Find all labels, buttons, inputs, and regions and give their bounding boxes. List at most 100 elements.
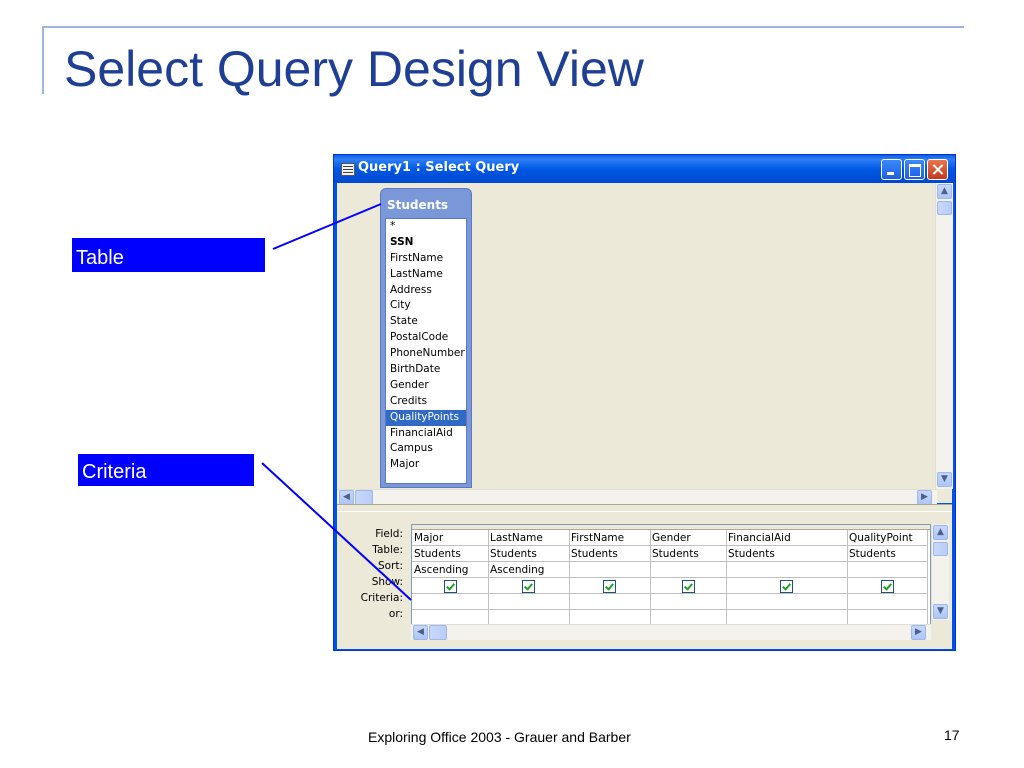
row-label-show: Show: <box>371 576 403 588</box>
title-rule-horizontal <box>42 26 964 28</box>
grid-cell-show[interactable] <box>650 578 726 594</box>
row-label-field: Field: <box>375 528 403 540</box>
scroll-left-icon[interactable]: ◀ <box>339 490 354 505</box>
grid-cell-table[interactable]: Students <box>726 546 847 562</box>
minimize-button[interactable] <box>881 159 902 180</box>
scroll-up-icon[interactable]: ▲ <box>937 184 952 199</box>
show-checkbox[interactable] <box>522 579 535 593</box>
grid-cell-field[interactable]: QualityPoint <box>847 530 927 546</box>
scroll-down-icon[interactable]: ▼ <box>933 604 948 619</box>
scroll-up-icon[interactable]: ▲ <box>933 525 948 540</box>
query-datasheet-icon[interactable] <box>341 163 355 176</box>
grid-cell-show[interactable] <box>488 578 569 594</box>
field-list-item[interactable]: LastName <box>390 267 443 280</box>
grid-cell-criteria[interactable] <box>650 594 726 610</box>
maximize-button[interactable] <box>904 159 925 180</box>
grid-horizontal-scrollbar[interactable]: ◀ ▶ <box>411 624 931 640</box>
grid-cell-sort[interactable] <box>847 562 927 578</box>
grid-cell-table[interactable]: Students <box>847 546 927 562</box>
field-list-item[interactable]: PhoneNumber <box>390 347 465 360</box>
grid-cell-field[interactable]: Gender <box>650 530 726 546</box>
slide-footer: Exploring Office 2003 - Grauer and Barbe… <box>368 729 631 745</box>
pane-splitter[interactable] <box>337 504 952 512</box>
scroll-thumb[interactable] <box>429 625 447 640</box>
title-rule-vertical <box>42 28 44 94</box>
row-label-sort: Sort: <box>377 560 403 572</box>
grid-cell-criteria[interactable] <box>569 594 650 610</box>
field-list-item[interactable]: QualityPoints <box>386 409 466 426</box>
grid-cell-criteria[interactable] <box>488 594 569 610</box>
grid-cell-sort[interactable] <box>569 562 650 578</box>
grid-cell-sort[interactable]: Ascending <box>488 562 569 578</box>
scroll-thumb[interactable] <box>933 542 948 556</box>
query-window: Query1 : Select Query Students * SSN First… <box>333 154 956 651</box>
field-list-item[interactable]: SSN <box>390 235 414 248</box>
field-list-item[interactable]: State <box>390 315 418 328</box>
field-list-item[interactable]: Gender <box>390 378 429 391</box>
show-checkbox[interactable] <box>780 579 793 593</box>
design-grid-pane: Field: Table: Sort: Show: Criteria: or: … <box>337 512 952 649</box>
grid-cell-show[interactable] <box>847 578 927 594</box>
window-titlebar[interactable]: Query1 : Select Query <box>334 155 955 183</box>
scroll-right-icon[interactable]: ▶ <box>911 625 926 640</box>
scroll-left-icon[interactable]: ◀ <box>413 625 428 640</box>
show-checkbox[interactable] <box>603 579 616 593</box>
row-labels: Field: Table: Sort: Show: Criteria: or: <box>337 526 407 622</box>
field-list-item[interactable]: Campus <box>390 442 433 455</box>
show-checkbox[interactable] <box>443 579 457 593</box>
field-list-item[interactable]: FirstName <box>390 251 444 264</box>
upper-vertical-scrollbar[interactable]: ▲ ▼ <box>935 183 953 489</box>
column-selector-strip[interactable] <box>412 525 930 530</box>
grid-cell-show[interactable] <box>412 578 488 594</box>
grid-cell-criteria[interactable] <box>412 594 488 610</box>
grid-vertical-scrollbar[interactable]: ▲ ▼ <box>931 524 949 620</box>
grid-cell-table[interactable]: Students <box>569 546 650 562</box>
grid-cell-field[interactable]: FinancialAid <box>726 530 847 546</box>
page-number: 17 <box>944 727 960 743</box>
callout-criteria: Criteria <box>78 454 254 486</box>
scroll-thumb[interactable] <box>355 490 373 505</box>
grid-cell-field[interactable]: Major <box>412 530 488 546</box>
grid-cell-sort[interactable] <box>650 562 726 578</box>
field-list-item[interactable]: PostalCode <box>390 331 449 344</box>
field-list-title[interactable]: Students <box>387 198 449 212</box>
grid-cell-criteria[interactable] <box>847 594 927 610</box>
field-list-item[interactable]: FinancialAid <box>390 426 453 439</box>
field-list-item[interactable]: * <box>390 220 396 232</box>
grid-cell-sort[interactable]: Ascending <box>412 562 488 578</box>
grid-cell-table[interactable]: Students <box>650 546 726 562</box>
scroll-down-icon[interactable]: ▼ <box>937 472 952 487</box>
field-list-item[interactable]: BirthDate <box>390 363 441 376</box>
grid-cell-field[interactable]: LastName <box>488 530 569 546</box>
scroll-right-icon[interactable]: ▶ <box>917 490 932 505</box>
show-checkbox[interactable] <box>681 579 695 593</box>
grid-cell-sort[interactable] <box>726 562 847 578</box>
field-list-item[interactable]: Major <box>390 458 420 471</box>
grid-cell-table[interactable]: Students <box>488 546 569 562</box>
row-label-table: Table: <box>372 544 403 556</box>
row-label-or: or: <box>388 608 403 620</box>
field-list-item[interactable]: Credits <box>390 394 428 407</box>
upper-horizontal-scrollbar[interactable]: ◀ ▶ <box>337 489 937 505</box>
grid-cell-criteria[interactable] <box>726 594 847 610</box>
show-checkbox[interactable] <box>880 579 894 593</box>
grid-cell-field[interactable]: FirstName <box>569 530 650 546</box>
grid-cell-show[interactable] <box>726 578 847 594</box>
grid-cell-show[interactable] <box>569 578 650 594</box>
grid-cell-table[interactable]: Students <box>412 546 488 562</box>
field-list-item[interactable]: City <box>390 299 411 312</box>
callout-table: Table <box>72 238 265 272</box>
field-list-item[interactable]: Address <box>390 283 432 296</box>
scroll-thumb[interactable] <box>937 201 952 215</box>
close-button[interactable] <box>927 159 948 180</box>
